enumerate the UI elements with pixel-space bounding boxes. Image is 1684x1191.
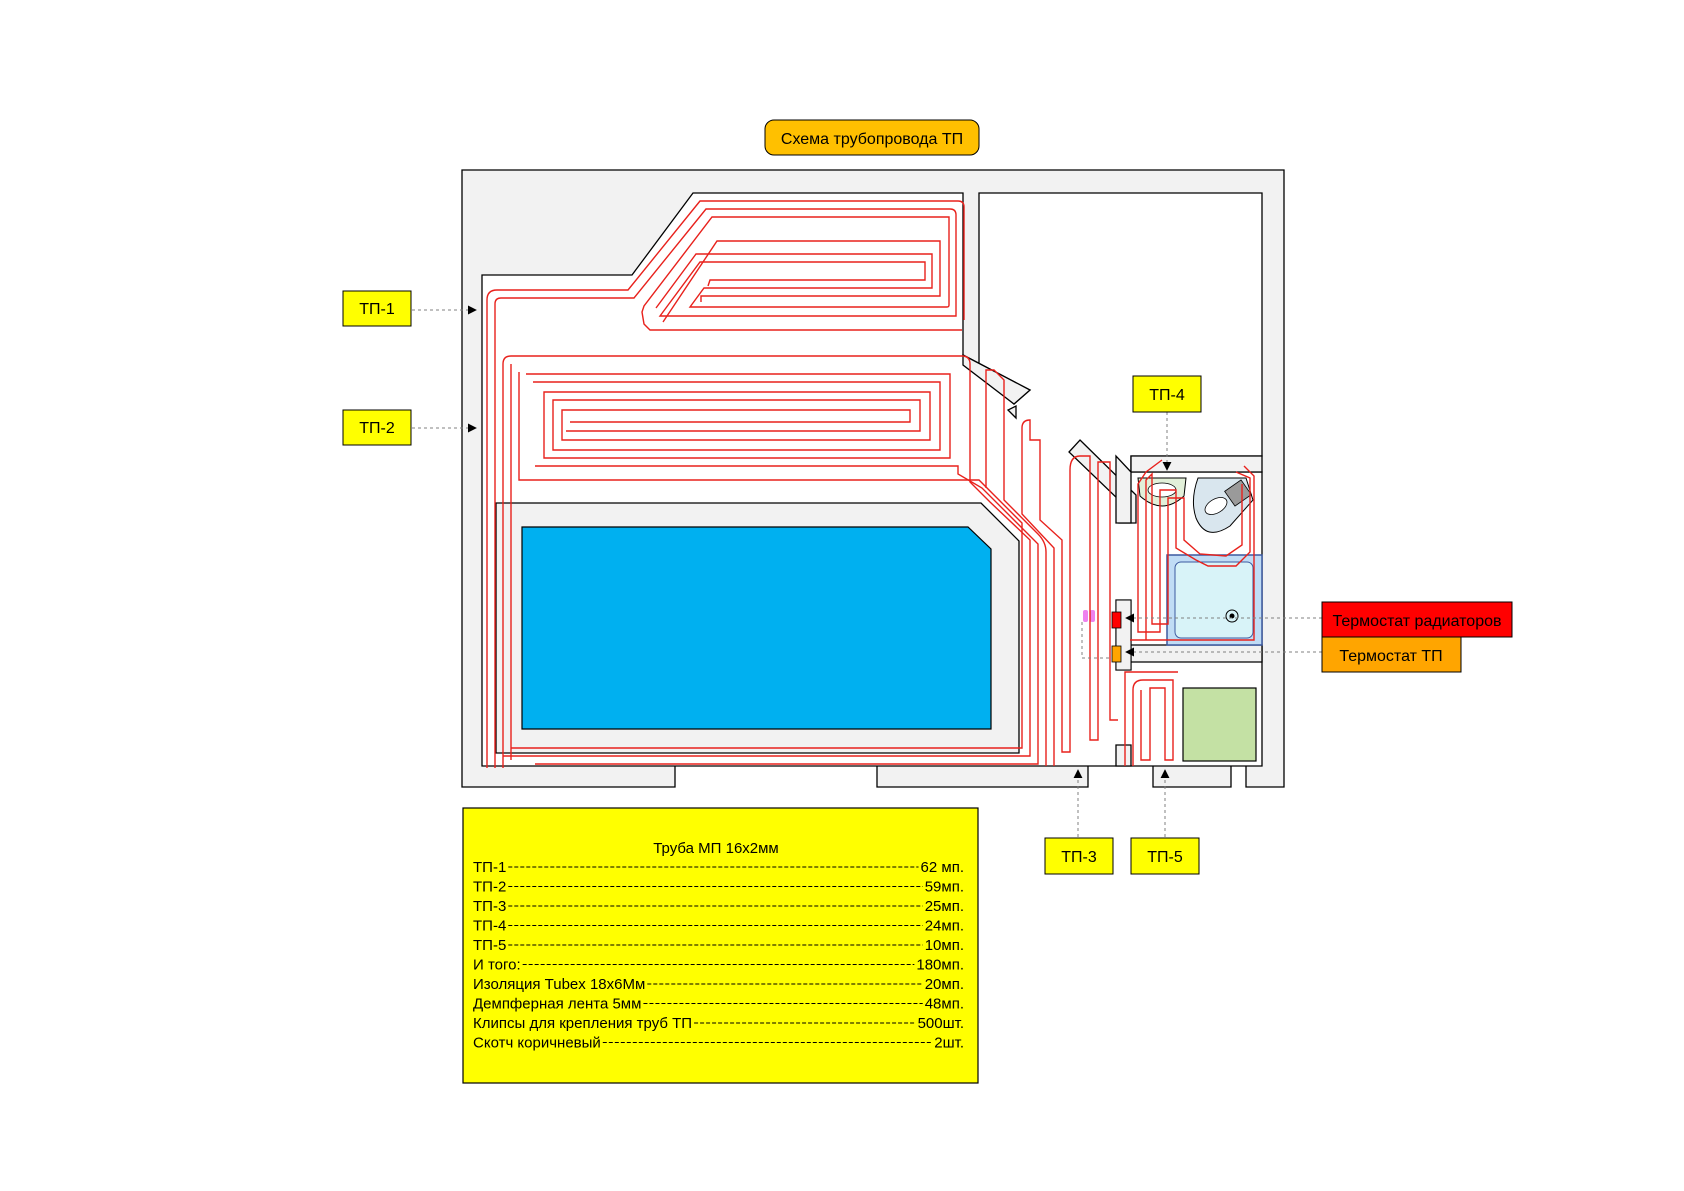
pool-area xyxy=(495,502,1020,754)
bath-outer-wall xyxy=(1130,455,1263,473)
spec-row-value: 180мп. xyxy=(916,957,964,974)
spec-row-name: ТП-1 xyxy=(473,859,506,876)
lower-divider-wall xyxy=(1115,744,1132,767)
label-tp1: ТП-1 xyxy=(342,290,412,327)
page-title: Схема трубопровода ТП xyxy=(781,131,963,148)
pipe-tp5 xyxy=(1124,671,1178,766)
spec-row-value: 20мп. xyxy=(925,976,964,993)
spec-row: Скотч коричневый 2шт. xyxy=(473,1035,964,1052)
utility-wall xyxy=(1115,454,1132,524)
label-tp2-text: ТП-2 xyxy=(359,420,395,437)
label-thermostat-tp: Термостат ТП xyxy=(1321,636,1462,673)
green-zone xyxy=(1182,687,1257,762)
spec-row-name: И того: xyxy=(473,957,521,974)
spec-row-value: 500шт. xyxy=(918,1015,964,1032)
pipe-tp4 xyxy=(1130,459,1255,641)
label-thermostat-radiators: Термостат радиаторов xyxy=(1321,601,1513,638)
label-tp5-text: ТП-5 xyxy=(1147,849,1183,866)
shower-icon xyxy=(1166,554,1263,646)
label-thermostat-tp-text: Термостат ТП xyxy=(1339,648,1442,665)
spec-row-value: 59мп. xyxy=(925,879,964,896)
spec-row: ТП-1 62 мп. xyxy=(473,859,964,876)
sink-icon xyxy=(1137,477,1187,507)
thermostat-radiators-marker xyxy=(1111,611,1122,629)
bathroom-fixtures xyxy=(1083,477,1263,762)
title-box: Схема трубопровода ТП xyxy=(764,119,980,156)
heating-pipes xyxy=(486,200,1255,768)
label-tp4-text: ТП-4 xyxy=(1149,387,1185,404)
spec-row: Клипсы для крепления труб ТП 500шт. xyxy=(473,1015,964,1032)
pipe-tp1-mid xyxy=(494,208,957,768)
label-tp2: ТП-2 xyxy=(342,409,412,446)
toilet-icon xyxy=(1192,477,1254,533)
pipe-tp2-return xyxy=(535,465,1039,765)
diag-stub xyxy=(1006,404,1017,420)
spec-row: Изоляция Tubex 18х6Мм 20мп. xyxy=(473,976,964,993)
thermostat-panel xyxy=(1111,599,1132,671)
spec-row-name: Изоляция Tubex 18х6Мм xyxy=(473,976,645,993)
pipe-tp2-outer xyxy=(502,355,1031,768)
leader-lines xyxy=(412,305,1322,837)
spec-row: ТП-2 59мп. xyxy=(473,879,964,896)
spec-row-name: Клипсы для крепления труб ТП xyxy=(473,1015,692,1032)
spec-row-value: 10мп. xyxy=(925,937,964,954)
outer-wall xyxy=(461,169,1285,788)
pipe-tp3 xyxy=(985,369,1118,766)
bath-divider-wall xyxy=(1130,644,1263,663)
label-tp5: ТП-5 xyxy=(1130,837,1200,875)
pipe-tp2-coil-b xyxy=(533,381,941,451)
spec-row: Демпферная лента 5мм 48мп. xyxy=(473,996,964,1013)
pipe-tp1-out xyxy=(486,200,965,768)
spec-row-name: ТП-5 xyxy=(473,937,506,954)
collector-icon xyxy=(1083,610,1095,622)
spec-row-value: 62 мп. xyxy=(921,859,964,876)
spec-row-name: ТП-3 xyxy=(473,898,506,915)
label-tp4: ТП-4 xyxy=(1132,375,1202,413)
spec-row-value: 48мп. xyxy=(925,996,964,1013)
label-thermostat-radiators-text: Термостат радиаторов xyxy=(1333,613,1502,630)
spec-row-name: ТП-4 xyxy=(473,918,506,935)
label-tp3: ТП-3 xyxy=(1044,837,1114,875)
spec-table: Труба МП 16х2мм ТП-1 62 мп. ТП-2 59мп. ТП-3 2… xyxy=(462,807,979,1084)
spec-row: ТП-4 24мп. xyxy=(473,918,964,935)
spec-row-value: 2шт. xyxy=(934,1035,964,1052)
label-tp3-text: ТП-3 xyxy=(1061,849,1097,866)
pipe-tp1-inner2 xyxy=(662,240,941,323)
spec-row-name: ТП-2 xyxy=(473,879,506,896)
pipe-tp2-coil-a xyxy=(526,373,951,459)
pipe-tp1-inner xyxy=(641,216,962,331)
upper-room-diagonal xyxy=(962,353,1032,405)
pipe-tp2-row2 xyxy=(510,364,1023,760)
spec-row-name: Скотч коричневый xyxy=(473,1035,601,1052)
spec-row: ТП-3 25мп. xyxy=(473,898,964,915)
thermostat-tp-marker xyxy=(1111,645,1122,663)
spec-row-name: Демпферная лента 5мм xyxy=(473,996,641,1013)
spec-row-value: 24мп. xyxy=(925,918,964,935)
spec-row: И того: 180мп. xyxy=(473,957,964,974)
spec-header: Труба МП 16х2мм xyxy=(653,840,779,857)
spec-row: ТП-5 10мп. xyxy=(473,937,964,954)
label-tp1-text: ТП-1 xyxy=(359,301,395,318)
spec-row-value: 25мп. xyxy=(925,898,964,915)
pool xyxy=(521,526,992,730)
